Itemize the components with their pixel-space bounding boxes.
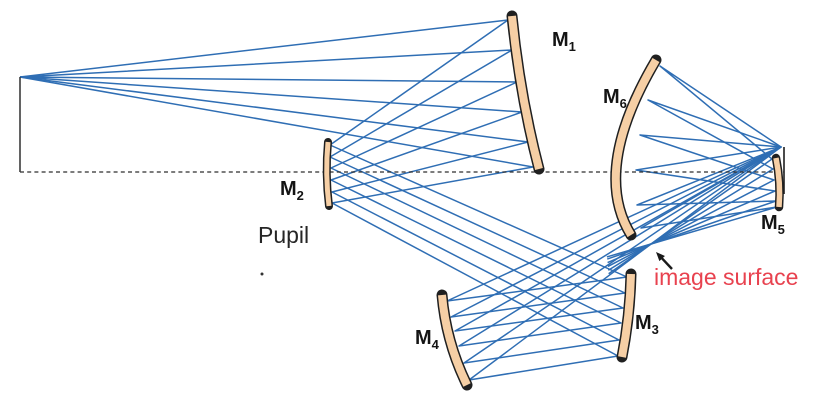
mirror-label-m5: M5: [761, 213, 785, 236]
image-surface-arrow-head: [656, 252, 665, 262]
image-surface-arrow-shaft: [659, 256, 673, 270]
light-ray: [19, 49, 782, 318]
mirror-label-m6: M6: [603, 87, 627, 110]
pupil-dot: [260, 272, 264, 276]
mirror-label-m4: M4: [415, 328, 439, 351]
light-ray: [19, 76, 782, 381]
mirror-m5: [773, 157, 783, 208]
pupil-label: Pupil: [258, 222, 310, 248]
mirror-label-m3-sub: 3: [651, 322, 659, 337]
mirror-m2: [324, 141, 332, 207]
image-surface-label: image surface: [654, 264, 799, 290]
mirror-label-m2-sub: 2: [296, 188, 304, 203]
mirror-label-m3: M3: [635, 313, 659, 336]
mirror-label-m2: M2: [280, 179, 304, 202]
mirror-label-m4-main: M: [415, 327, 432, 349]
mirror-label-m5-sub: 5: [777, 222, 785, 237]
mirror-label-m6-main: M: [603, 86, 620, 108]
mirror-label-m3-main: M: [635, 312, 652, 334]
mirror-label-m4-sub: 4: [431, 337, 439, 352]
light-ray: [19, 76, 782, 364]
light-ray: [19, 76, 782, 332]
mirror-label-m6-sub: 6: [619, 96, 627, 111]
mirror-label-m1-sub: 1: [568, 39, 576, 54]
mirror-label-m1-main: M: [552, 29, 569, 51]
mirror-m4: [438, 294, 471, 387]
mirror-label-m2-main: M: [280, 178, 297, 200]
mirror-m1: [508, 15, 543, 171]
light-ray: [19, 19, 782, 302]
mirror-label-m1: M1: [552, 30, 576, 53]
mirror-m3: [618, 273, 635, 358]
mirror-label-m5-main: M: [761, 212, 778, 234]
mirror-m6: [611, 57, 660, 238]
